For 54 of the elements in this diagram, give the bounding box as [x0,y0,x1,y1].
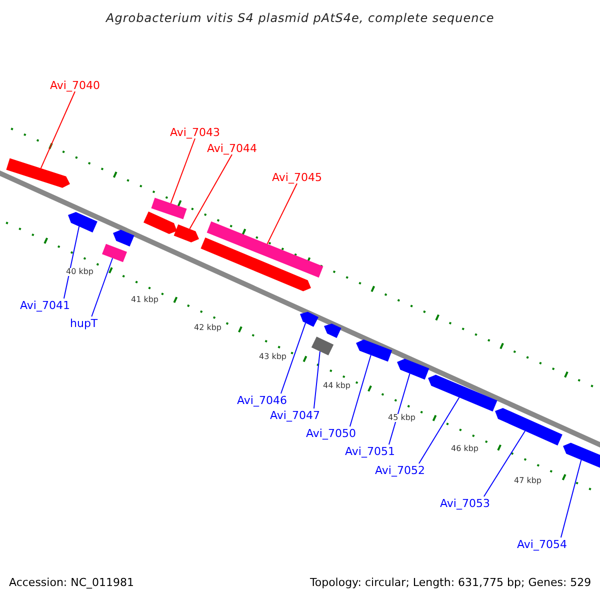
scale-label: 42 kbp [193,324,223,332]
gene-feature [356,340,392,362]
gene-label: hupT [70,318,98,328]
gene-feature [144,212,177,234]
accession-text: Accession: NC_011981 [9,576,134,588]
scale-label: 46 kbp [450,445,480,453]
leader-line [313,350,320,409]
gene-feature [200,238,311,292]
gene-label: Avi_7045 [272,172,322,182]
gene-feature [68,212,98,232]
gene-feature [300,312,318,327]
gene-label: Avi_7047 [270,410,320,420]
gene-bar [311,336,334,356]
gene-bar [102,244,127,262]
gene-label: Avi_7053 [440,498,490,508]
gene-label: Avi_7041 [20,300,70,310]
scale-label: 40 kbp [65,268,95,276]
gene-label: Avi_7044 [207,142,257,154]
gene-feature [113,230,134,246]
scale-label: 45 kbp [387,414,417,422]
gene-label: Avi_7052 [375,464,425,476]
leader-line [40,91,76,169]
leader-line [483,430,526,497]
scale-label: 47 kbp [513,477,543,485]
leader-line [418,397,460,464]
scale-label: 43 kbp [258,353,288,361]
leader-line [388,373,410,445]
gene-feature [495,408,562,446]
gene-bar [151,198,187,220]
gene-feature [174,224,199,242]
leader-line [189,154,232,230]
gene-label: Avi_7050 [306,428,356,438]
leader-line [280,322,306,394]
leader-line [560,460,582,538]
topology-text: Topology: circular; Length: 631,775 bp; Genes: 529 [310,576,592,588]
title: Agrobacterium vitis S4 plasmid pAtS4e, complete sequence [106,12,494,24]
gene-label: Avi_7051 [345,446,395,456]
gene-feature [324,324,342,338]
leader-line [63,226,80,299]
gene-label: Avi_7043 [170,126,220,138]
gene-label: Avi_7046 [237,394,287,406]
leader-line [91,258,114,317]
gene-label: Avi_7054 [517,538,567,550]
gene-label: Avi_7040 [50,80,100,90]
gene-feature [563,442,600,468]
scale-label: 41 kbp [130,296,160,304]
scale-label: 44 kbp [322,382,352,390]
leader-line [349,354,372,427]
gene-feature [6,158,70,188]
gene-feature [428,374,498,412]
leader-line [170,138,196,204]
leader-line [266,183,298,244]
gene-feature [397,358,430,380]
gene-bar [206,221,324,278]
